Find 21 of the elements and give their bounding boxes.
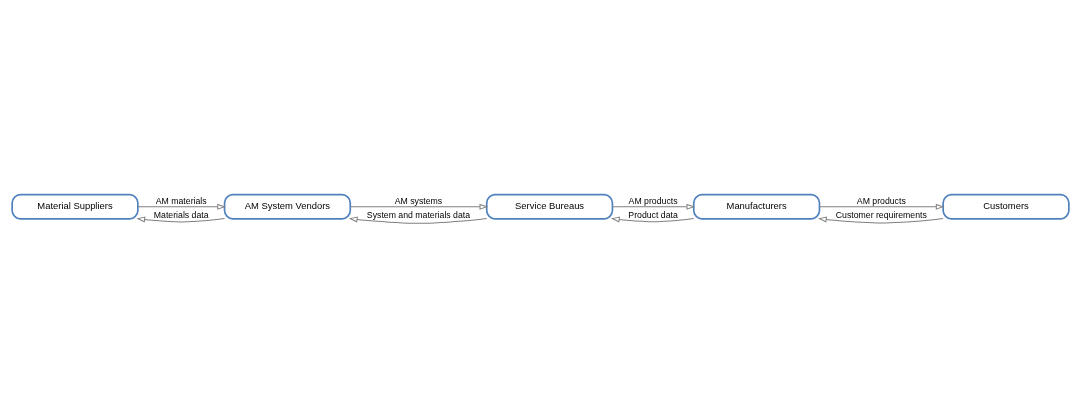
node-box: AM System Vendors xyxy=(223,193,352,220)
edge-label: AM products xyxy=(856,196,906,207)
node-box: Manufacturers xyxy=(692,193,821,220)
edge-label: AM systems xyxy=(394,196,443,207)
edge-label: AM materials xyxy=(155,196,207,207)
edge-label: Materials data xyxy=(153,209,209,220)
edge-label: Product data xyxy=(628,209,678,220)
arrow xyxy=(819,203,945,210)
arrow xyxy=(348,216,488,224)
edge-label: AM products xyxy=(628,196,678,207)
arrow xyxy=(611,216,695,223)
arrow xyxy=(350,203,489,210)
edge-label: Customer requirements xyxy=(835,209,927,220)
node-box: Customers xyxy=(942,193,1070,220)
edge-label: System and materials data xyxy=(366,209,471,220)
arrow xyxy=(818,216,944,224)
node-box: Material Suppliers xyxy=(11,193,139,220)
arrow xyxy=(136,216,225,223)
node-box: Service Bureaus xyxy=(485,193,614,220)
arrow xyxy=(137,203,226,210)
arrow xyxy=(612,203,696,210)
